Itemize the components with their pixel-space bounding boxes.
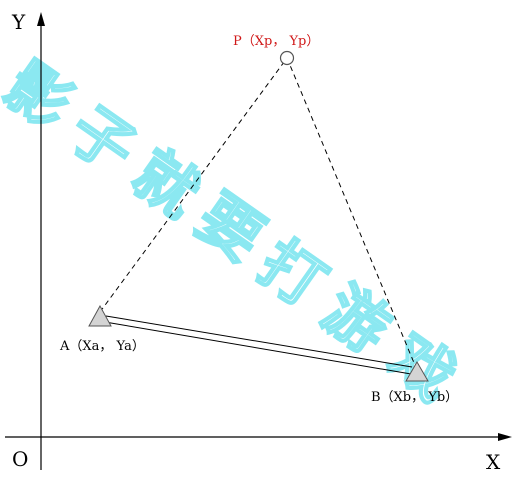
dashed-line-b-p [286,57,418,371]
point-a-triangle-icon [88,304,112,327]
dashed-line-a-p [99,57,288,313]
x-axis-label: X [486,450,501,474]
y-axis [37,12,45,470]
baseline-a-b-lower [104,321,412,375]
watermark-char-5: 打 [246,226,339,321]
origin-label: O [12,447,28,471]
baseline-a-b-upper [105,315,413,368]
baseline-a-b [104,315,413,375]
watermark: 影 子 就 要 打 游 戏 [0,47,470,417]
point-a-label: A（Xa， Ya） [59,339,145,354]
point-p-circle-icon [279,50,295,66]
watermark-char-6: 游 [310,272,403,367]
y-axis-arrow-icon [37,12,45,26]
point-p-label: P（Xp， Yp） [233,34,319,49]
point-b-label: B（Xb， Yb） [371,390,458,405]
y-axis-label: Y [11,10,26,34]
x-axis [5,433,512,441]
x-axis-arrow-icon [498,433,512,441]
point-b-triangle-icon [405,361,429,382]
